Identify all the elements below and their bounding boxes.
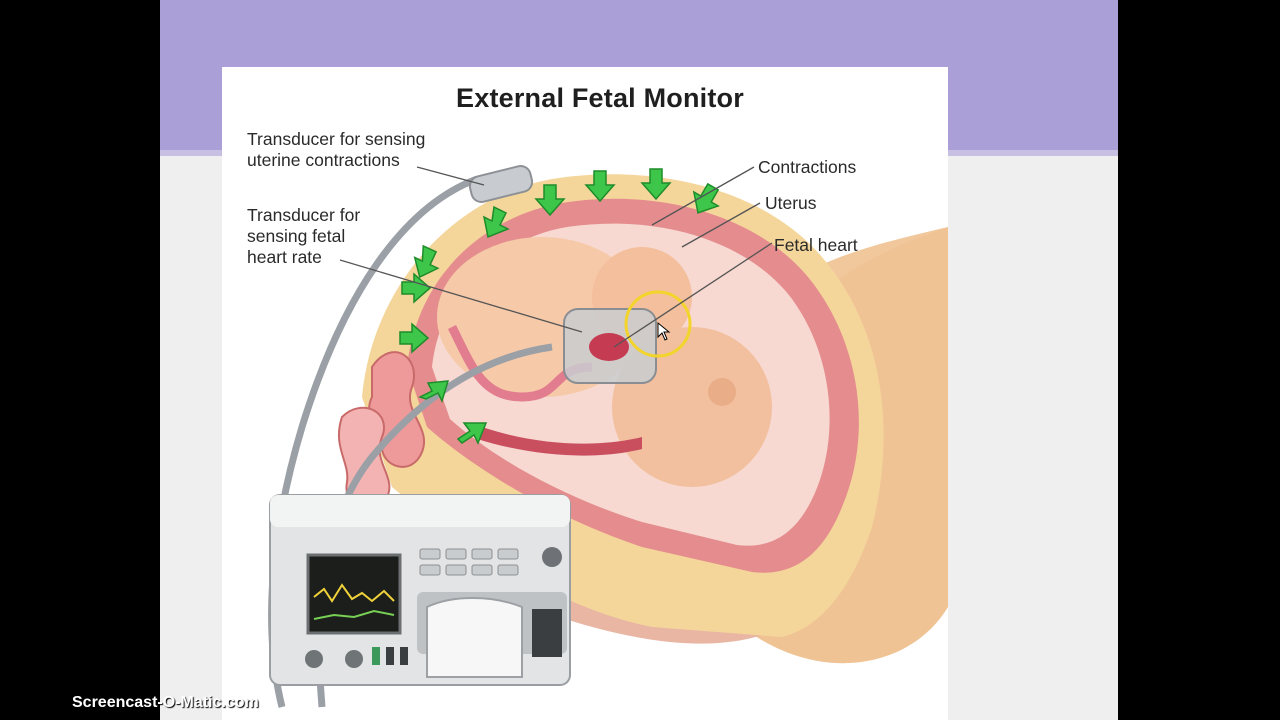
- fetal-monitor-illustration: [268, 165, 948, 708]
- pointer-cursor-icon: [657, 321, 671, 341]
- label-fetal-heart: Fetal heart: [774, 235, 858, 255]
- label-uterus: Uterus: [765, 193, 817, 213]
- label-contractions: Contractions: [758, 157, 857, 177]
- screencast-watermark: Screencast-O-Matic.com: [72, 694, 259, 711]
- diagram-figure: External Fetal Monitor Transducer for se…: [222, 67, 948, 720]
- label-transducer-contractions: Transducer for sensing uterine contracti…: [247, 129, 426, 170]
- fetal-monitor-device: [269, 494, 571, 686]
- label-transducer-heart-rate: Transducer for sensing fetal heart rate: [247, 205, 361, 267]
- diagram-title: External Fetal Monitor: [456, 83, 744, 113]
- slide: External Fetal Monitor Transducer for se…: [160, 0, 1118, 720]
